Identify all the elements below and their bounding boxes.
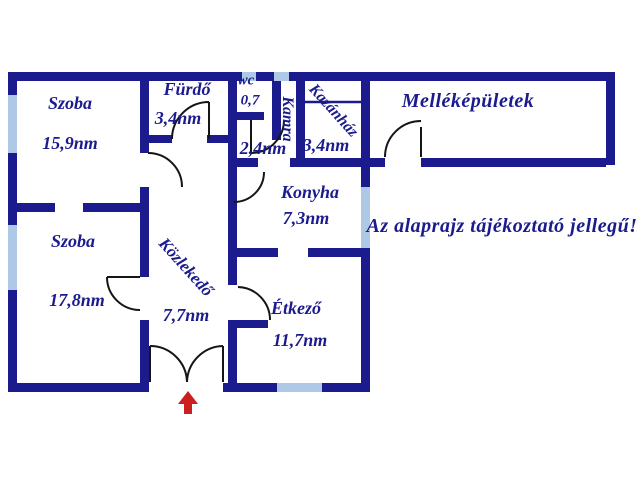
window	[8, 95, 17, 153]
wall-interior	[308, 248, 361, 257]
door-arc-konyha	[233, 171, 265, 203]
wall-interior	[83, 203, 149, 212]
window	[242, 72, 256, 81]
door-arc-etkezo	[237, 286, 271, 321]
wall-interior	[228, 158, 258, 167]
wall-interior	[207, 135, 237, 143]
room-name-etkezo: Étkező	[270, 298, 322, 318]
wall-interior	[237, 248, 278, 257]
wall-interior	[272, 72, 281, 140]
room-area-kazanhaz: 3,4nm	[302, 135, 350, 155]
door-arc-kamra	[250, 119, 285, 154]
room-area-wc: 0,7	[240, 92, 260, 109]
room-area-szoba-bottom: 17,8nm	[49, 290, 105, 310]
door-arc-szoba-top	[147, 152, 183, 188]
window	[361, 187, 370, 248]
room-name-konyha: Konyha	[280, 182, 340, 202]
window	[8, 225, 17, 290]
wall-bottom	[322, 383, 370, 392]
wall-interior	[296, 72, 305, 167]
room-area-konyha: 7,3nm	[282, 208, 330, 228]
wall-interior	[140, 72, 149, 153]
wall-interior	[228, 320, 237, 392]
entrance-arrow-icon	[178, 391, 198, 414]
window	[274, 72, 289, 81]
door-arc-szoba-bottom	[106, 276, 141, 311]
wall-annex-bottom	[421, 158, 606, 167]
door-arc-mellek	[384, 120, 422, 158]
wall-interior	[228, 72, 237, 285]
room-area-kozlekedo: 7,7nm	[162, 305, 210, 325]
room-name-wc: wc	[237, 72, 255, 89]
wall-annex-right	[606, 72, 615, 165]
room-area-furdo: 3,4nm	[154, 108, 202, 128]
entrance-double-door-arcs	[149, 345, 224, 383]
room-name-kamra: Kamra	[279, 96, 296, 142]
room-area-etkezo: 11,7nm	[272, 330, 328, 350]
room-name-szoba-bottom: Szoba	[50, 231, 96, 251]
wall-bottom	[8, 383, 148, 392]
wall-interior	[8, 203, 55, 212]
wall-interior	[237, 320, 268, 328]
wall-bottom	[223, 383, 277, 392]
wall-interior	[140, 187, 149, 277]
wall-interior	[290, 158, 385, 167]
wall-top	[8, 72, 615, 81]
disclaimer-text: Az alaprajz tájékoztató jellegű!	[366, 215, 638, 237]
wall-interior	[228, 112, 264, 120]
window	[277, 383, 322, 392]
room-area-szoba-top: 15,9nm	[42, 133, 98, 153]
room-name-szoba-top: Szoba	[47, 93, 93, 113]
wall-interior	[140, 135, 172, 143]
room-area-kamra: 2,4nm	[239, 138, 287, 158]
room-name-furdo: Fürdő	[163, 79, 211, 99]
room-name-mellekepuletek: Melléképületek	[401, 90, 535, 112]
door-arc-furdo	[171, 101, 210, 140]
wall-interior	[140, 320, 149, 392]
